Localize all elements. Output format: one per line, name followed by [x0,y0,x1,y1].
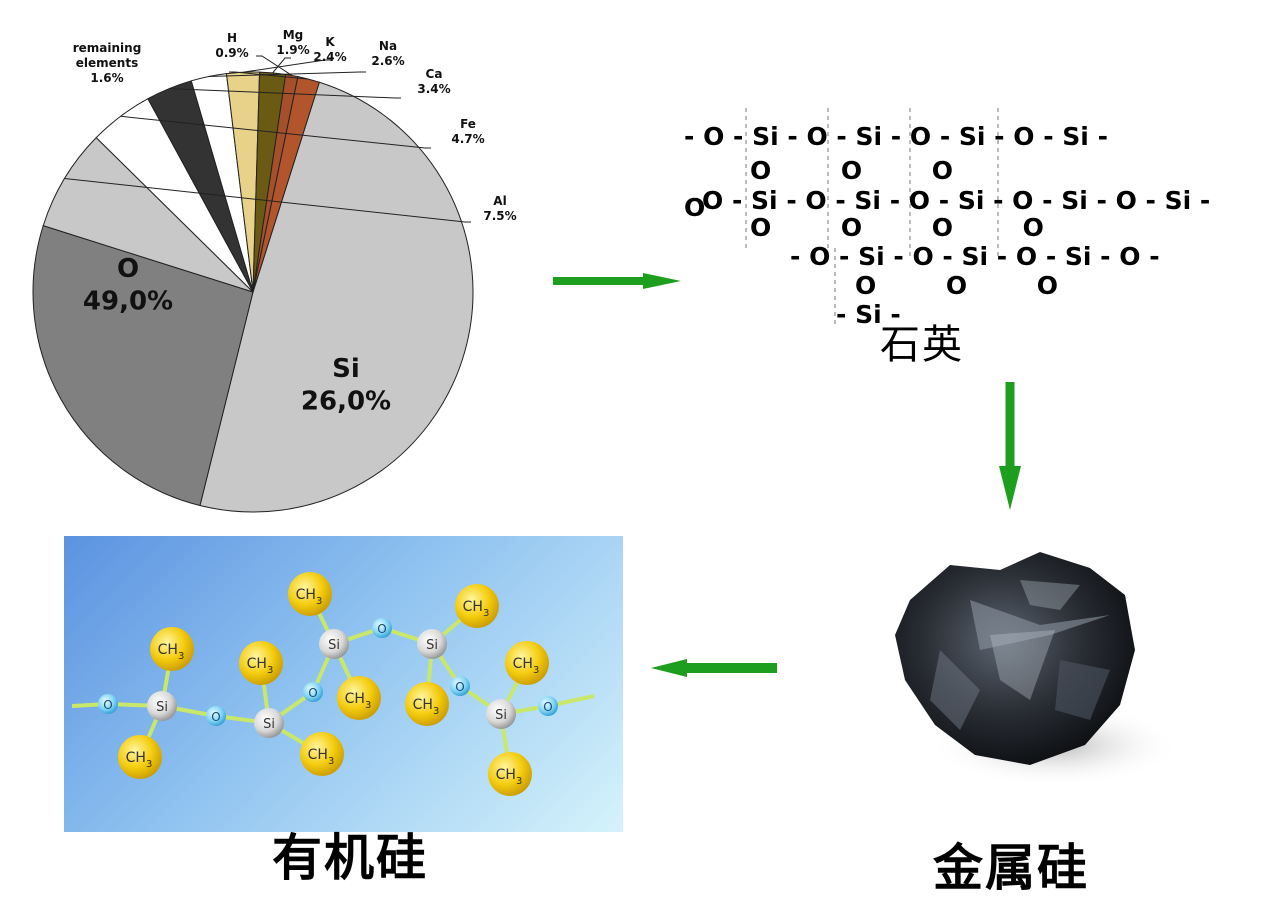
silicon-atom: Si [254,708,284,738]
svg-text:CH3: CH3 [413,697,440,717]
quartz-row-6: O O O [855,271,1059,300]
pie-slice-o [199,81,474,513]
quartz-row-3: O - Si - O - Si - O - Si - O - Si - O - … [702,186,1211,215]
methyl-atom: CH3 [455,584,499,628]
svg-text:O: O [543,700,552,714]
svg-text:O: O [455,680,464,694]
methyl-atom: CH3 [239,641,283,685]
quartz-stray-o: O [684,193,706,222]
svg-text:O: O [377,622,386,636]
methyl-atom: CH3 [405,682,449,726]
svg-text:CH3: CH3 [345,691,372,711]
leader-line-mg [272,57,291,74]
leader-line-remaining-elements [229,71,309,80]
svg-text:CH3: CH3 [247,656,274,676]
leader-line-k [242,59,331,73]
oxygen-atom: O [98,694,118,714]
quartz-dashed-guides [745,108,999,328]
quartz-row-2: O O O [750,156,954,185]
leader-line-fe [120,115,431,149]
methyl-atom: CH3 [300,732,344,776]
quartz-row-5: - O - Si - O - Si - O - Si - O - [790,242,1160,271]
svg-text:O: O [103,698,112,712]
methyl-atom: CH3 [288,572,332,616]
quartz-row-7: - Si - [836,300,901,329]
pie-slice-si [32,225,254,507]
methyl-atom: CH3 [118,735,162,779]
methyl-atom: CH3 [488,752,532,796]
organosilicon-caption: 有机硅 [272,828,428,887]
oxygen-atom: O [538,696,558,716]
oxygen-atom: O [206,706,226,726]
svg-text:CH3: CH3 [496,767,523,787]
leader-line-h [256,55,293,76]
oxygen-atom: O [372,618,392,638]
svg-text:CH3: CH3 [126,750,153,770]
oxygen-atom: O [450,676,470,696]
silicon-atom: Si [319,629,349,659]
silicon-atom: Si [417,629,447,659]
svg-text:CH3: CH3 [158,642,185,662]
quartz-row-1: - O - Si - O - Si - O - Si - O - Si - [684,122,1108,151]
svg-text:Si: Si [263,717,275,732]
svg-text:CH3: CH3 [513,656,540,676]
oxygen-atom: O [303,682,323,702]
metal-silicon-image [895,552,1180,787]
svg-text:CH3: CH3 [463,599,490,619]
svg-text:Si: Si [426,638,438,653]
silicon-atom: Si [147,691,177,721]
methyl-atom: CH3 [505,641,549,685]
svg-text:CH3: CH3 [296,587,323,607]
svg-text:O: O [211,710,220,724]
arrow-down [999,382,1021,510]
leader-line-al [64,178,471,223]
arrow-right [553,273,681,289]
svg-text:O: O [308,686,317,700]
methyl-atom: CH3 [337,676,381,720]
svg-text:CH3: CH3 [308,747,335,767]
quartz-label: 石英 [880,322,964,368]
pie-slice-remaining-elements [252,76,320,293]
leader-line-na [208,71,366,78]
methyl-atom: CH3 [150,627,194,671]
arrow-left [651,659,777,677]
svg-text:Si: Si [328,638,340,653]
metal-silicon-caption: 金属硅 [933,838,1089,897]
svg-text:Si: Si [495,708,507,723]
leader-line-ca [169,88,401,99]
svg-text:Si: Si [156,700,168,715]
silicon-atom: Si [486,699,516,729]
quartz-row-4: O O O O [750,213,1044,242]
